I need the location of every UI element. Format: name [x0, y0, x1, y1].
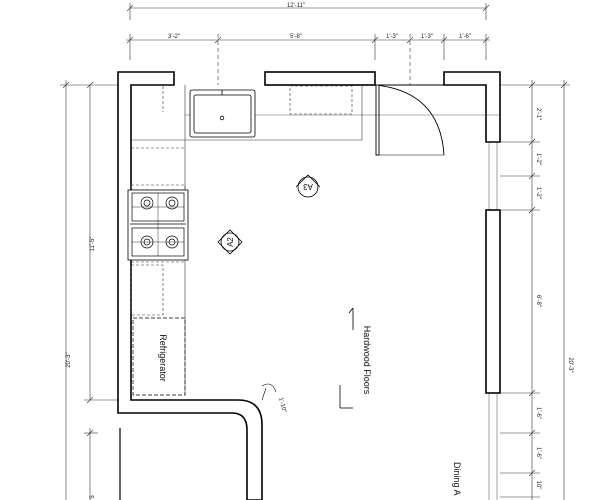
sink [189, 89, 256, 138]
dim-right-seg-1: 2'-1" [535, 108, 541, 120]
entry-door [374, 84, 445, 156]
dim-right-seg-7: 10" [535, 481, 541, 490]
stove [127, 189, 189, 261]
section-tag-a2: A2 [226, 237, 235, 247]
dim-left-wall-seg: 3'-2" [168, 34, 180, 40]
stove-burners [130, 192, 186, 257]
corner-radius-marker [261, 383, 277, 401]
dim-overall-width: 12'-11" [287, 3, 305, 9]
refrigerator-label: Refrigerator [158, 334, 168, 382]
dim-right-overall-height: 20'-3" [567, 357, 573, 372]
refrigerator [132, 317, 186, 396]
dim-corner-radius: 1'-10" [277, 397, 287, 413]
dim-door-seg-1: 1'-3" [386, 34, 398, 40]
floor-direction-arrows [339, 307, 354, 409]
dim-right-seg-6: 1'-6" [535, 447, 541, 459]
dim-left-inner-height: 11'-5" [90, 237, 96, 252]
left-dimensions [60, 80, 120, 500]
section-tag-a3: A3 [303, 182, 313, 191]
dining-label: Dining A [452, 462, 462, 496]
dim-bottom-left: 5 [90, 495, 96, 499]
dim-right-seg-5: 1'-6" [535, 407, 541, 419]
top-dimensions [126, 3, 490, 85]
section-marker-a3: A3 [295, 174, 321, 198]
walls [117, 71, 501, 500]
section-marker-a2: A2 [217, 229, 243, 255]
floor-label: Hardwood Floors [362, 326, 372, 395]
dim-right-seg-4: 6'-8" [535, 295, 541, 307]
dim-left-overall-height: 20'-3" [66, 352, 72, 367]
dim-right-seg-3: 1'-2" [535, 187, 541, 199]
right-dimensions [500, 80, 570, 500]
dim-right-seg-2: 1'-2" [535, 153, 541, 165]
dim-door-seg-3: 1'-6" [459, 34, 471, 40]
dim-center-seg: 5'-8" [290, 34, 302, 40]
right-window-lines [488, 142, 498, 500]
dim-door-seg-2: 1'-3" [421, 34, 433, 40]
